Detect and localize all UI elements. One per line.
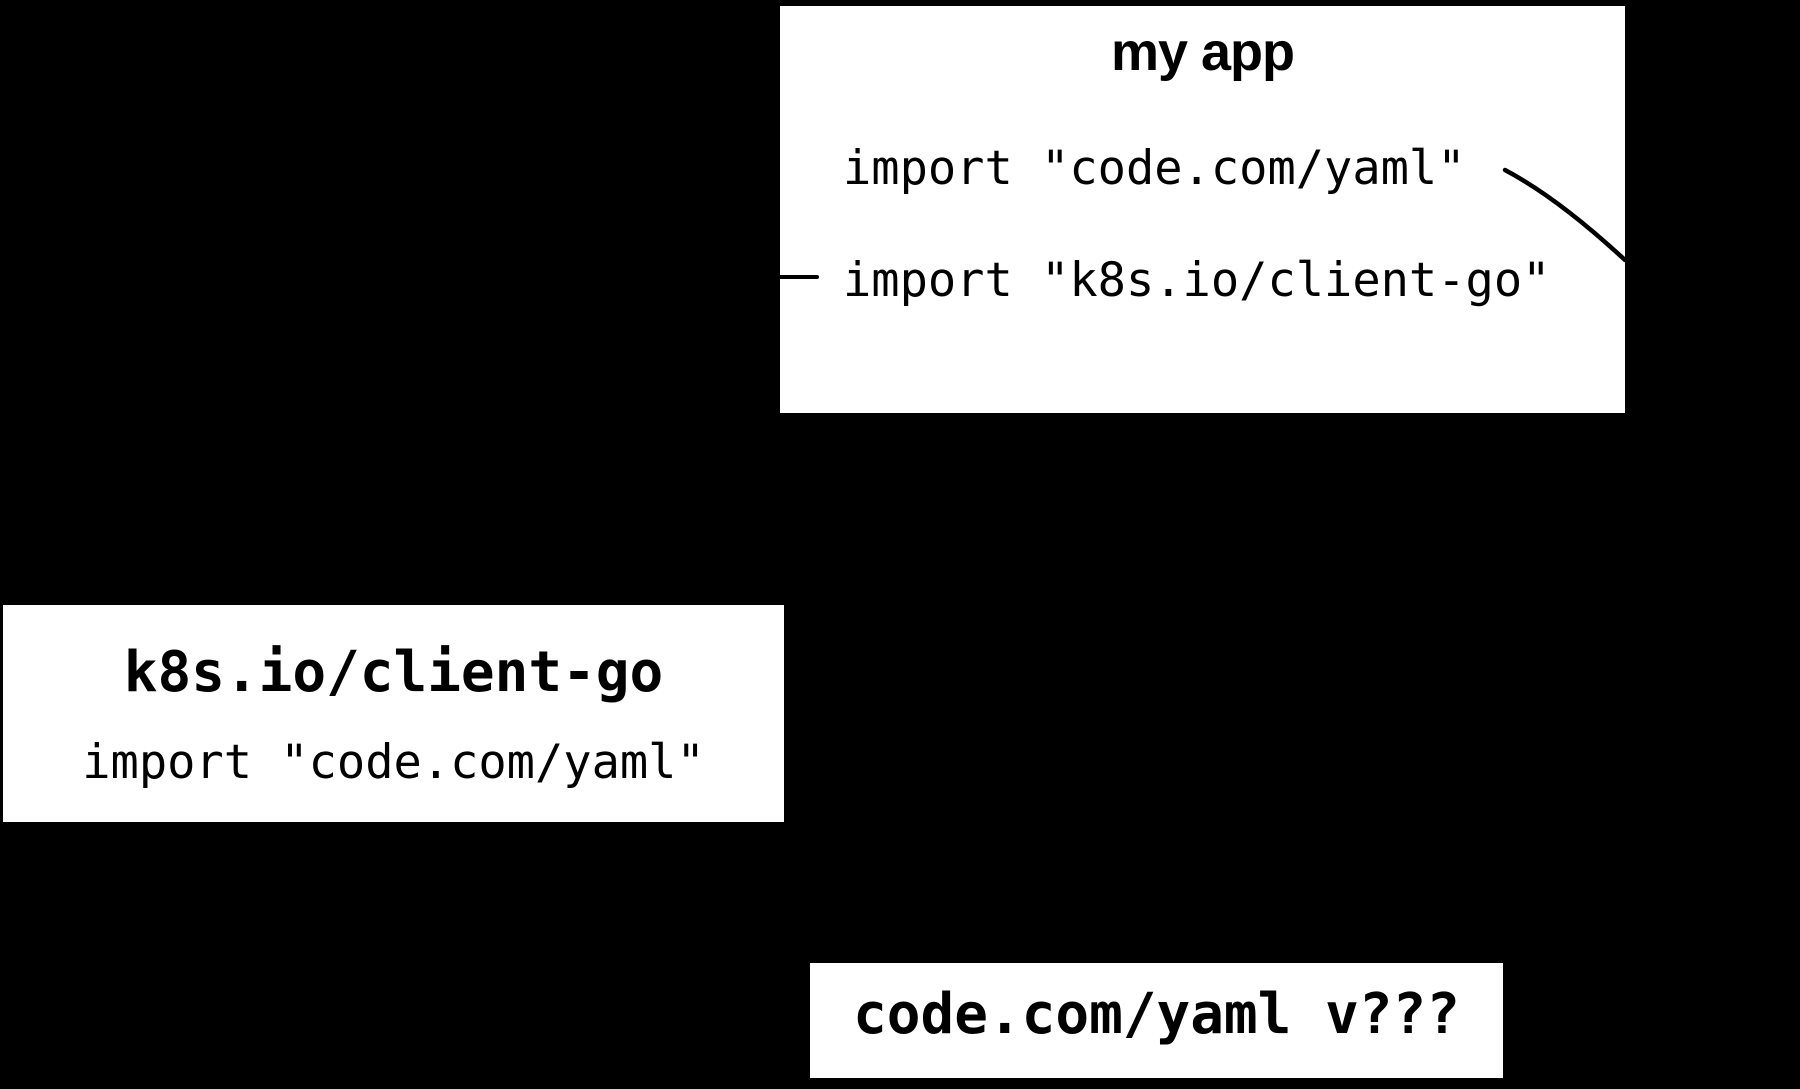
my-app-title: my app [1110, 22, 1295, 82]
yaml-title: code.com/yaml v??? [853, 982, 1460, 1047]
clientgo-import-yaml: import "code.com/yaml" [82, 735, 705, 790]
clientgo-title: k8s.io/client-go [123, 640, 664, 705]
box-yaml: code.com/yaml v??? [810, 963, 1503, 1078]
box-clientgo: k8s.io/client-go import "code.com/yaml" [3, 605, 784, 822]
box-my-app: my app import "code.com/yaml" import "k8… [780, 6, 1625, 413]
my-app-import-yaml: import "code.com/yaml" [843, 141, 1466, 196]
my-app-import-clientgo: import "k8s.io/client-go" [843, 253, 1551, 308]
